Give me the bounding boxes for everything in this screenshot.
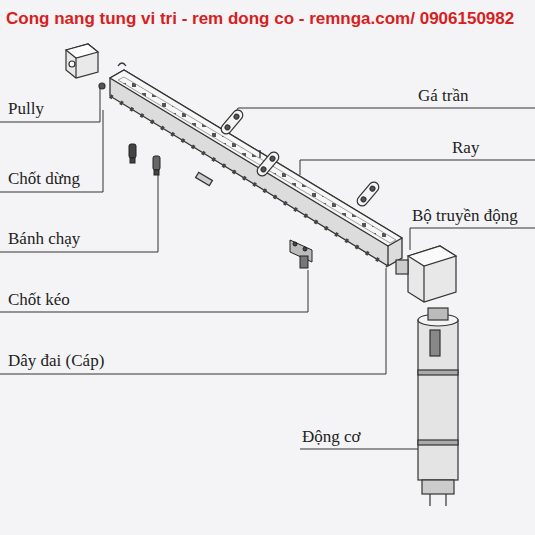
part-label: Chốt kéo bbox=[8, 291, 70, 310]
part-label: Ray bbox=[452, 139, 479, 158]
part-label: Bánh chạy bbox=[8, 230, 80, 249]
part-label: Bộ truyền động bbox=[412, 207, 518, 226]
part-label: Gá trần bbox=[418, 87, 469, 106]
title: Cong nang tung vi tri - rem dong co - re… bbox=[6, 10, 514, 29]
part-label: Pully bbox=[8, 100, 44, 119]
part-label: Động cơ bbox=[302, 428, 361, 447]
part-label: Chốt dừng bbox=[8, 170, 80, 189]
part-label: Dây đai (Cáp) bbox=[8, 352, 104, 371]
